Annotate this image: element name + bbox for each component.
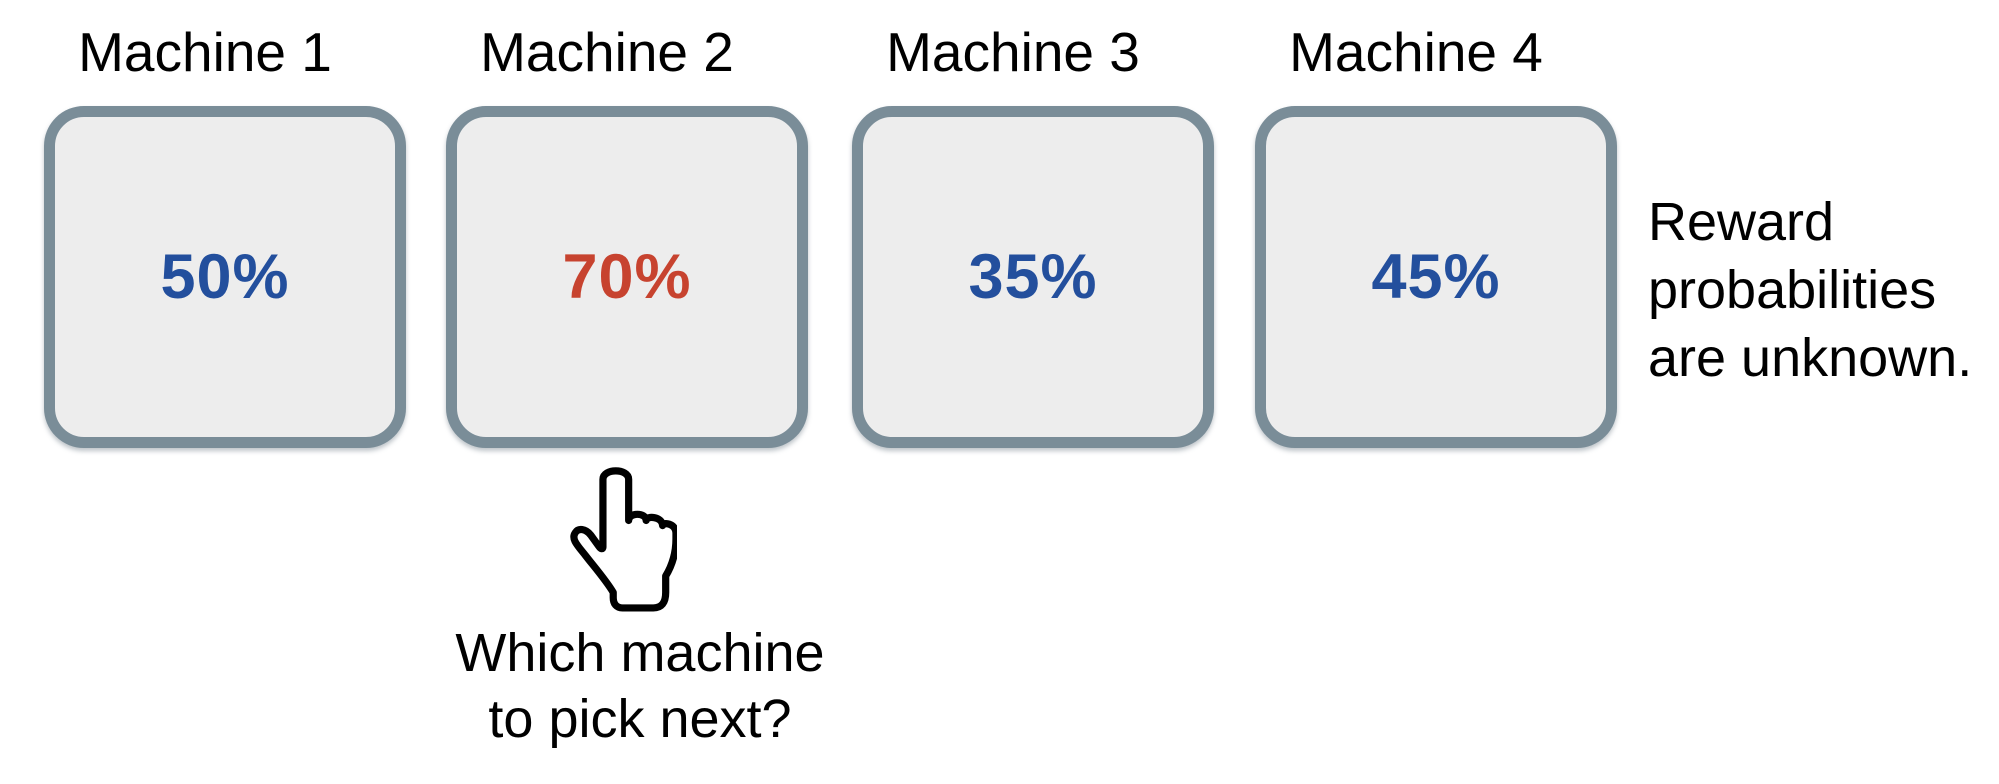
machine-4-box: 45% — [1255, 106, 1617, 448]
hand-pointer-icon — [569, 466, 677, 612]
machine-1-label: Machine 1 — [78, 21, 332, 83]
machine-2-box: 70% — [446, 106, 808, 448]
machine-3-label: Machine 3 — [886, 21, 1140, 83]
machine-3-group: Machine 3 35% — [852, 0, 1214, 460]
machine-3-probability: 35% — [968, 242, 1098, 312]
machine-4-group: Machine 4 45% — [1255, 0, 1617, 460]
machine-1-probability: 50% — [160, 242, 290, 312]
machine-4-label: Machine 4 — [1289, 21, 1543, 83]
machine-2-label: Machine 2 — [480, 21, 734, 83]
question-caption: Which machine to pick next? — [455, 623, 825, 749]
machine-3-box: 35% — [852, 106, 1214, 448]
machine-2-probability: 70% — [562, 242, 692, 312]
side-note: Reward probabilities are unknown. — [1648, 192, 1973, 388]
machine-4-probability: 45% — [1371, 242, 1501, 312]
machine-1-group: Machine 1 50% — [44, 0, 406, 460]
machine-2-group: Machine 2 70% — [446, 0, 808, 460]
machine-1-box: 50% — [44, 106, 406, 448]
